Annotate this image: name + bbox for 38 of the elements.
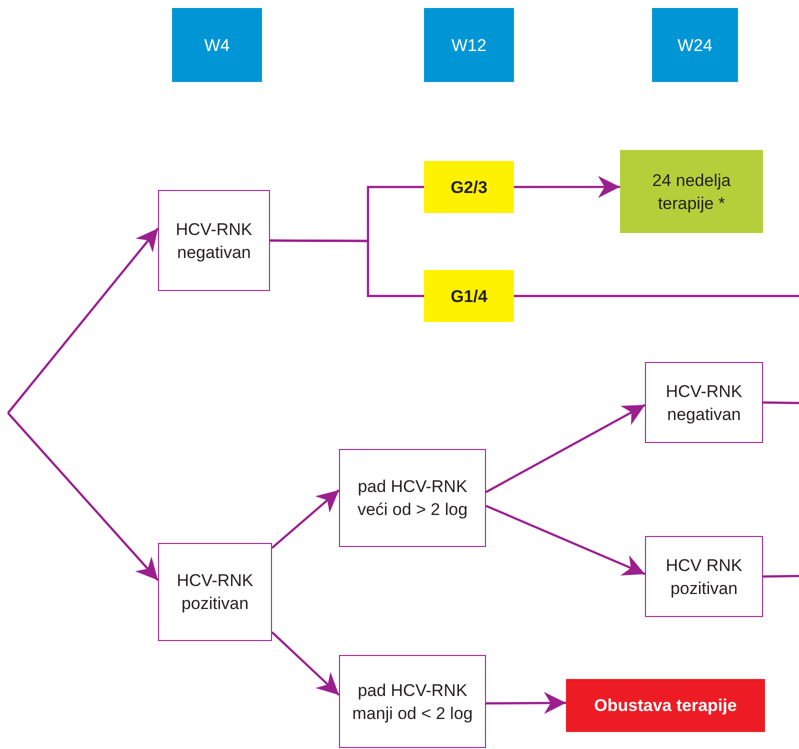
process-box bbox=[645, 362, 763, 443]
stop-box bbox=[566, 679, 765, 732]
arrow bbox=[486, 504, 646, 576]
node-text: HCV-RNK negativan bbox=[174, 218, 254, 264]
process-box bbox=[158, 543, 272, 641]
arrow bbox=[7, 412, 159, 581]
process-box bbox=[158, 190, 270, 291]
arrow bbox=[486, 692, 566, 714]
process-box bbox=[339, 655, 486, 748]
arrow bbox=[271, 489, 340, 549]
connector-line bbox=[762, 574, 799, 578]
connector-line bbox=[514, 294, 799, 298]
node-text: HCV RNK pozitivan bbox=[664, 554, 744, 600]
node-text: G2/3 bbox=[450, 176, 488, 198]
node-text: W4 bbox=[204, 34, 230, 56]
node-text: 24 nedelja terapije * bbox=[651, 170, 732, 214]
week-header bbox=[652, 8, 738, 82]
process-box bbox=[645, 536, 763, 617]
node-text: W24 bbox=[678, 34, 712, 56]
node-text: pad HCV-RNK veći od > 2 log bbox=[356, 476, 469, 521]
node-text: G1/4 bbox=[450, 286, 488, 308]
node-text: HCV-RNK pozitivan bbox=[176, 570, 254, 615]
outcome-box bbox=[620, 150, 763, 233]
arrow bbox=[7, 228, 159, 414]
arrow bbox=[485, 404, 646, 494]
process-box bbox=[339, 449, 486, 547]
connector-line bbox=[762, 401, 799, 404]
node-text: HCV-RNK negativan bbox=[664, 380, 744, 426]
week-header bbox=[172, 8, 262, 82]
connector-line bbox=[270, 239, 424, 298]
arrow bbox=[271, 631, 340, 696]
node-text: Obustava terapije bbox=[594, 695, 737, 717]
arrow bbox=[514, 176, 620, 198]
genotype-box bbox=[424, 270, 514, 322]
node-text: pad HCV-RNK manji od < 2 log bbox=[351, 680, 474, 724]
genotype-box bbox=[424, 161, 514, 213]
week-header bbox=[424, 8, 514, 82]
node-text: W12 bbox=[452, 34, 486, 56]
